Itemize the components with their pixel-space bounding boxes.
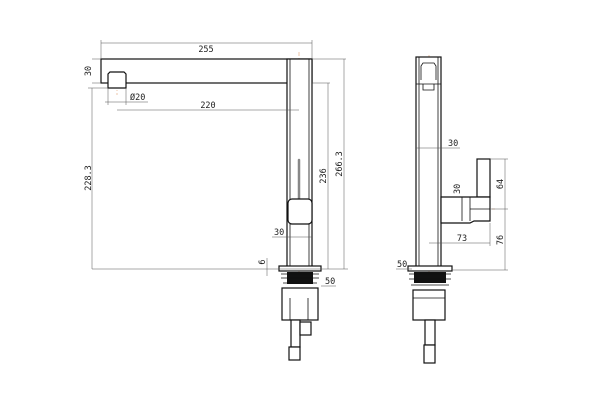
dim-base-diameter: 50 [325, 277, 335, 287]
thread [414, 272, 446, 283]
dim-base-diameter: 50 [397, 260, 407, 270]
supply-hose [424, 319, 436, 346]
dim-column-width: 30 [448, 139, 458, 149]
hose-end [288, 346, 301, 361]
handle-cartridge [287, 198, 313, 225]
dim-outlet-height: 228.3 [84, 165, 94, 191]
supply-hose [290, 319, 301, 348]
dim-spout-height: 30 [84, 66, 94, 76]
column [415, 56, 442, 271]
dim-axis-height: 76 [496, 235, 506, 245]
side-view: 255 30 228.3 Ø20 220 236 266.3 30 6 50 [84, 40, 348, 361]
front-view: 30 30 64 76 73 50 [396, 55, 508, 364]
dim-outlet-diameter: Ø20 [130, 92, 145, 103]
handle-body [440, 196, 491, 224]
dim-handle-height: 30 [453, 184, 463, 194]
mounting-body [281, 287, 319, 321]
dim-overall-width: 255 [198, 45, 213, 55]
dim-lever-height: 64 [496, 179, 506, 189]
hose-connector [299, 321, 312, 336]
dim-reach: 220 [200, 101, 215, 111]
hose-end [423, 344, 436, 364]
dim-base-thickness: 6 [258, 259, 268, 264]
dim-column-width: 30 [274, 228, 284, 238]
aerator [107, 71, 127, 89]
lever [476, 158, 491, 198]
spout [100, 58, 313, 84]
base-flange [278, 265, 322, 272]
mounting-body [412, 289, 446, 321]
dim-handle-projection: 73 [457, 234, 467, 244]
dim-underside-height: 236 [319, 168, 329, 183]
base-flange [407, 265, 453, 272]
dim-overall-height: 266.3 [335, 151, 345, 177]
